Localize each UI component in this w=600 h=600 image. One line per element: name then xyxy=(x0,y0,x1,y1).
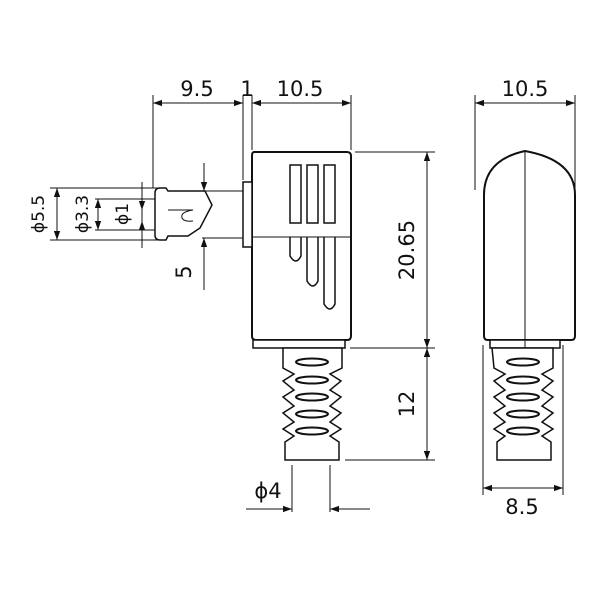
dim-cable-diameter: ϕ4 xyxy=(254,479,281,503)
top-dimensions: 9.5 1 10.5 xyxy=(152,77,352,188)
cable-dimension: ϕ4 xyxy=(246,465,370,513)
height-dimensions: 20.65 12 xyxy=(345,151,435,461)
left-dimensions: ϕ5.5 ϕ3.3 ϕ1 5 xyxy=(29,163,208,290)
dim-20-65: 20.65 xyxy=(395,220,419,280)
dim-12: 12 xyxy=(395,391,419,418)
dim-10-5-front: 10.5 xyxy=(277,77,324,101)
dim-5: 5 xyxy=(172,265,196,278)
side-view: 10.5 8.5 xyxy=(474,77,576,519)
dim-10-5-side: 10.5 xyxy=(502,77,549,101)
dim-1: 1 xyxy=(240,77,253,101)
dim-9-5: 9.5 xyxy=(180,77,213,101)
dim-8-5: 8.5 xyxy=(505,495,538,519)
dim-pin-diameter: ϕ1 xyxy=(113,203,133,225)
dim-outer-diameter: ϕ5.5 xyxy=(29,195,49,233)
front-view xyxy=(154,151,352,461)
dim-sleeve-diameter: ϕ3.3 xyxy=(73,195,93,233)
